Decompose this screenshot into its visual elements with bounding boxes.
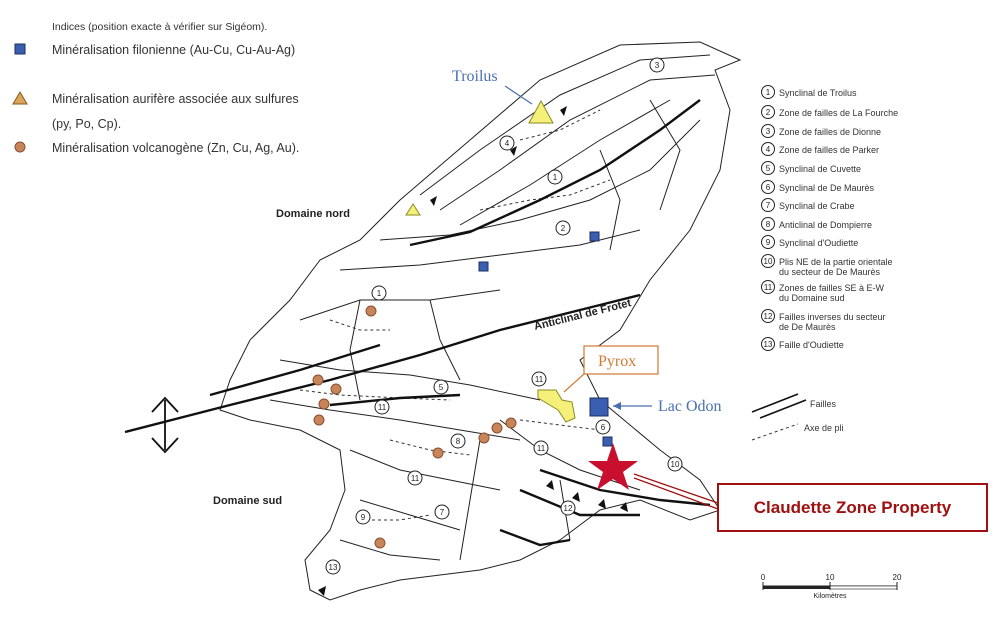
svg-text:11: 11 [764, 283, 773, 292]
svg-text:20: 20 [893, 573, 902, 582]
svg-text:10: 10 [826, 573, 835, 582]
domaine-sud-label: Domaine sud [213, 495, 282, 507]
svg-text:12: 12 [564, 504, 573, 513]
svg-text:Zone de failles de La Fourche: Zone de failles de La Fourche [779, 108, 898, 118]
map-outline [219, 41, 742, 601]
svg-text:Synclinal de Troilus: Synclinal de Troilus [779, 88, 857, 98]
domaine-nord-label: Domaine nord [276, 208, 350, 220]
svg-text:2: 2 [766, 108, 771, 117]
arrow-left-icon [613, 402, 621, 410]
svg-text:Zone de failles de Parker: Zone de failles de Parker [779, 145, 879, 155]
svg-text:7: 7 [440, 508, 445, 517]
legend-item-volcanogenic: Minéralisation volcanogène (Zn, Cu, Ag, … [52, 141, 299, 155]
faults-label: Failles [810, 399, 837, 409]
claudette-zone-property-label: Claudette Zone Property [717, 483, 988, 532]
troilus-leader [504, 85, 533, 105]
legend-item-gold: Minéralisation aurifère associée aux sul… [52, 92, 299, 106]
fold-arrow-symbol [151, 396, 179, 454]
svg-text:11: 11 [535, 375, 544, 384]
svg-text:6: 6 [766, 183, 771, 192]
svg-text:Kilomètres: Kilomètres [813, 593, 847, 600]
svg-text:Synclinal de De Maurès: Synclinal de De Maurès [779, 183, 875, 193]
anticlinal-label: Anticlinal de Frotet [533, 297, 633, 333]
thrust-teeth [318, 106, 628, 596]
mineralisation-markers [312, 99, 613, 549]
svg-text:Failles inverses du secteur: Failles inverses du secteur [779, 312, 886, 322]
troilus-triangle-icon [528, 99, 554, 124]
svg-text:Zone de failles de Dionne: Zone de failles de Dionne [779, 127, 881, 137]
svg-text:5: 5 [766, 164, 771, 173]
pyrox-label: Pyrox [598, 353, 636, 370]
svg-text:13: 13 [329, 563, 338, 572]
svg-text:12: 12 [764, 312, 773, 321]
legend-heading: Indices (position exacte à vérifier sur … [52, 21, 267, 33]
svg-text:du secteur de De Maurès: du secteur de De Maurès [779, 267, 881, 277]
fold-axes [299, 109, 611, 521]
star-icon [588, 443, 638, 490]
svg-text:4: 4 [505, 139, 510, 148]
pyrox-polygon [537, 389, 576, 423]
svg-text:Anticlinal de Dompierre: Anticlinal de Dompierre [779, 220, 872, 230]
major-faults [124, 99, 711, 547]
lac-odon-square-icon [589, 397, 609, 417]
svg-text:8: 8 [766, 220, 771, 229]
svg-text:1: 1 [377, 289, 382, 298]
svg-text:2: 2 [561, 224, 566, 233]
svg-text:0: 0 [761, 573, 766, 582]
svg-text:11: 11 [411, 474, 420, 483]
pyrox-box [583, 345, 659, 375]
svg-text:1: 1 [766, 88, 771, 97]
legend-item-vein: Minéralisation filonienne (Au-Cu, Cu-Au-… [52, 43, 295, 57]
scale-bar: 0 10 20 Kilomètres [761, 573, 902, 600]
pyrox-leader [563, 373, 585, 393]
svg-text:1: 1 [553, 173, 558, 182]
svg-text:Faille d'Oudiette: Faille d'Oudiette [779, 340, 844, 350]
claudette-leader [633, 473, 719, 504]
svg-text:8: 8 [456, 437, 461, 446]
svg-text:Zones de failles SE à E-W: Zones de failles SE à E-W [779, 283, 885, 293]
svg-text:4: 4 [766, 145, 771, 154]
svg-text:Synclinal de Cuvette: Synclinal de Cuvette [779, 164, 861, 174]
blue-square-icon [14, 43, 26, 55]
svg-text:5: 5 [439, 383, 444, 392]
svg-text:13: 13 [764, 340, 773, 349]
map-number-markers: 3 4 1 2 1 5 11 11 6 8 11 10 11 7 12 9 13 [325, 57, 683, 575]
legend-item-gold-sub: (py, Po, Cp). [52, 117, 121, 131]
svg-text:3: 3 [766, 127, 771, 136]
triangle-icon [12, 91, 28, 105]
svg-text:7: 7 [766, 201, 771, 210]
structure-lines [269, 54, 716, 561]
svg-text:du Domaine sud: du Domaine sud [779, 293, 845, 303]
fold-axis-label: Axe de pli [804, 423, 844, 433]
svg-text:10: 10 [671, 460, 680, 469]
svg-text:Synclinal d'Oudiette: Synclinal d'Oudiette [779, 238, 858, 248]
numbered-legend: 1 Synclinal de Troilus 2 Zone de failles… [761, 85, 898, 351]
svg-text:11: 11 [537, 444, 546, 453]
svg-text:Plis NE de la partie orientale: Plis NE de la partie orientale [779, 257, 893, 267]
symbol-legend: Failles Axe de pli [751, 393, 844, 441]
svg-text:Synclinal de Crabe: Synclinal de Crabe [779, 201, 855, 211]
circle-icon [14, 141, 26, 153]
svg-text:6: 6 [601, 423, 606, 432]
svg-text:11: 11 [378, 403, 387, 412]
svg-text:10: 10 [764, 257, 773, 266]
svg-text:3: 3 [655, 61, 660, 70]
svg-text:9: 9 [361, 513, 366, 522]
troilus-label: Troilus [452, 68, 498, 85]
lac-odon-label: Lac Odon [658, 398, 722, 415]
svg-text:9: 9 [766, 238, 771, 247]
svg-text:de De Maurès: de De Maurès [779, 322, 836, 332]
